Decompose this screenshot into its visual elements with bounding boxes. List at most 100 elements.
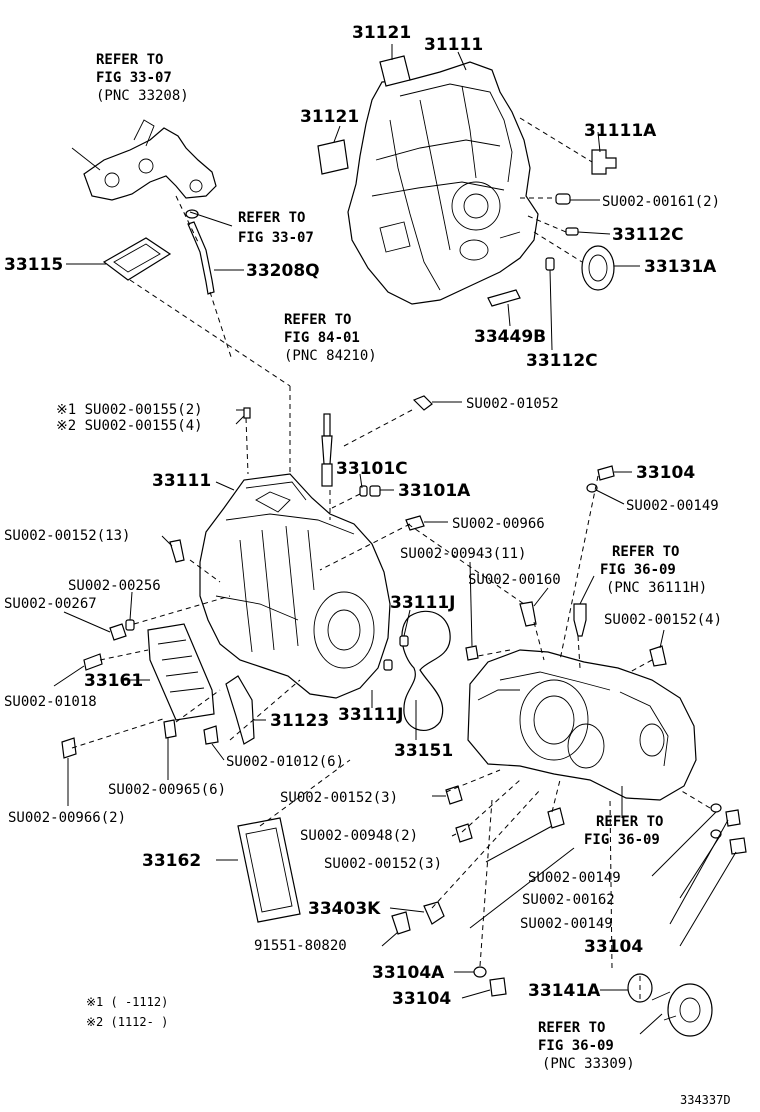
bolt-su00267 <box>109 623 127 641</box>
label-su00161: SU002-00161(2) <box>602 194 720 210</box>
bolt-su00152-3b <box>547 807 565 829</box>
bolt-33104-a <box>597 465 615 481</box>
label-33104a: 33104A <box>372 963 445 983</box>
pin-su00161 <box>555 193 571 205</box>
label-su00966-2: SU002-00966(2) <box>8 810 126 826</box>
bolt-su00160 <box>519 601 537 627</box>
ref3-line1: REFER TO <box>284 312 351 328</box>
transmission-case <box>467 649 697 801</box>
ring-su00149-b <box>710 803 722 813</box>
pin-33112c-b <box>545 257 555 271</box>
label-su00966: SU002-00966 <box>452 516 545 532</box>
bolt-su01012 <box>203 725 219 745</box>
transaxle-case-33111 <box>199 473 391 699</box>
assembly-dashed-lines <box>71 117 711 1000</box>
label-33131a: 33131A <box>644 257 717 277</box>
bolt-su00948 <box>455 823 473 843</box>
ring-su00149-c <box>710 829 722 839</box>
clutch-housing-31111 <box>347 61 539 305</box>
bolt-su01052 <box>412 395 433 411</box>
plate-33115 <box>102 237 172 281</box>
label-su01052: SU002-01052 <box>466 396 559 412</box>
ref2-line2: FIG 33-07 <box>238 230 314 246</box>
label-33112c-a: 33112C <box>612 225 684 245</box>
label-su00152-4: SU002-00152(4) <box>604 612 722 628</box>
pin-33111j-a <box>399 635 409 647</box>
label-33162: 33162 <box>142 851 201 871</box>
label-91551-80820: 91551-80820 <box>254 938 347 954</box>
bolt-su00152-13 <box>169 539 185 563</box>
label-mark1-su00155: ※1 SU002-00155(2) <box>56 402 203 418</box>
ref4-line1: REFER TO <box>612 544 679 560</box>
ref4-line3: (PNC 36111H) <box>606 580 707 596</box>
label-su00267: SU002-00267 <box>4 596 97 612</box>
shift-lever-assembly <box>71 119 217 201</box>
ring-su00149-a <box>586 483 598 493</box>
label-33449b: 33449B <box>474 327 546 347</box>
label-33111j-b: 33111J <box>338 705 403 725</box>
figure-code: 334337D <box>680 1093 731 1107</box>
label-31121-a: 31121 <box>352 23 411 43</box>
note-2: ※2 (1112- ) <box>86 1015 168 1029</box>
bolt-31111a <box>591 149 617 175</box>
label-33101a: 33101A <box>398 481 471 501</box>
bolt-su00152-3a <box>445 785 463 805</box>
label-su00152-3a: SU002-00152(3) <box>280 790 398 806</box>
label-33151: 33151 <box>394 741 453 761</box>
label-33115: 33115 <box>4 255 63 275</box>
label-su00943: SU002-00943(11) <box>400 546 526 562</box>
ref2-line1: REFER TO <box>238 210 305 226</box>
cover-33162 <box>237 817 301 923</box>
label-su00160: SU002-00160 <box>468 572 561 588</box>
label-su00152-3b: SU002-00152(3) <box>324 856 442 872</box>
label-33104-c: 33104 <box>392 989 451 1009</box>
ref1-line1: REFER TO <box>96 52 163 68</box>
label-33104-a: 33104 <box>636 463 695 483</box>
pin-33101c <box>359 485 368 497</box>
ref1-line2: FIG 33-07 <box>96 70 172 86</box>
bolt-su00966-2 <box>61 737 77 759</box>
label-su00149-c: SU002-00149 <box>520 916 613 932</box>
label-31111a: 31111A <box>584 121 657 141</box>
label-33101c: 33101C <box>336 459 408 479</box>
plate-31123 <box>225 675 255 745</box>
ref4-line2: FIG 36-09 <box>600 562 676 578</box>
bolt-su00943 <box>465 645 479 661</box>
label-su00162: SU002-00162 <box>522 892 615 908</box>
output-flange <box>651 983 713 1037</box>
label-su00965: SU002-00965(6) <box>108 782 226 798</box>
bolt-33104-c <box>729 837 747 855</box>
leader-lines <box>53 44 737 1035</box>
ref3-line2: FIG 84-01 <box>284 330 360 346</box>
bolt-su00152-4 <box>649 645 667 667</box>
label-33161: 33161 <box>84 671 143 691</box>
plug-su00256 <box>125 619 135 631</box>
boot-31121-a <box>379 55 411 87</box>
part-labels: 31121 31111 31121 31111A SU002-00161(2) … <box>4 23 722 1009</box>
plate-33449b <box>487 289 521 307</box>
ref3-line3: (PNC 84210) <box>284 348 377 364</box>
label-33104-b: 33104 <box>584 937 643 957</box>
boot-31121-b <box>317 139 349 175</box>
seal-33131a <box>581 245 615 291</box>
label-33112c-b: 33112C <box>526 351 598 371</box>
label-33208q: 33208Q <box>246 261 320 281</box>
clip-ring <box>185 209 199 219</box>
label-31111-top: 31111 <box>424 35 483 55</box>
pin-su00155 <box>243 407 251 419</box>
label-su00948: SU002-00948(2) <box>300 828 418 844</box>
plug-33101a <box>369 485 381 497</box>
label-mark2-su00155: ※2 SU002-00155(4) <box>56 418 203 434</box>
label-31123: 31123 <box>270 711 329 731</box>
label-su00149-b: SU002-00149 <box>528 870 621 886</box>
hose-33208q <box>187 221 215 295</box>
label-su01012: SU002-01012(6) <box>226 754 344 770</box>
switch-36111h <box>573 603 587 637</box>
ring-33104a <box>473 966 487 978</box>
label-31121-b: 31121 <box>300 107 359 127</box>
bolt-su00966 <box>405 515 425 531</box>
bolt-33104-b <box>725 809 741 827</box>
bolt-91551-80820 <box>391 911 411 935</box>
ref1-line3: (PNC 33208) <box>96 88 189 104</box>
